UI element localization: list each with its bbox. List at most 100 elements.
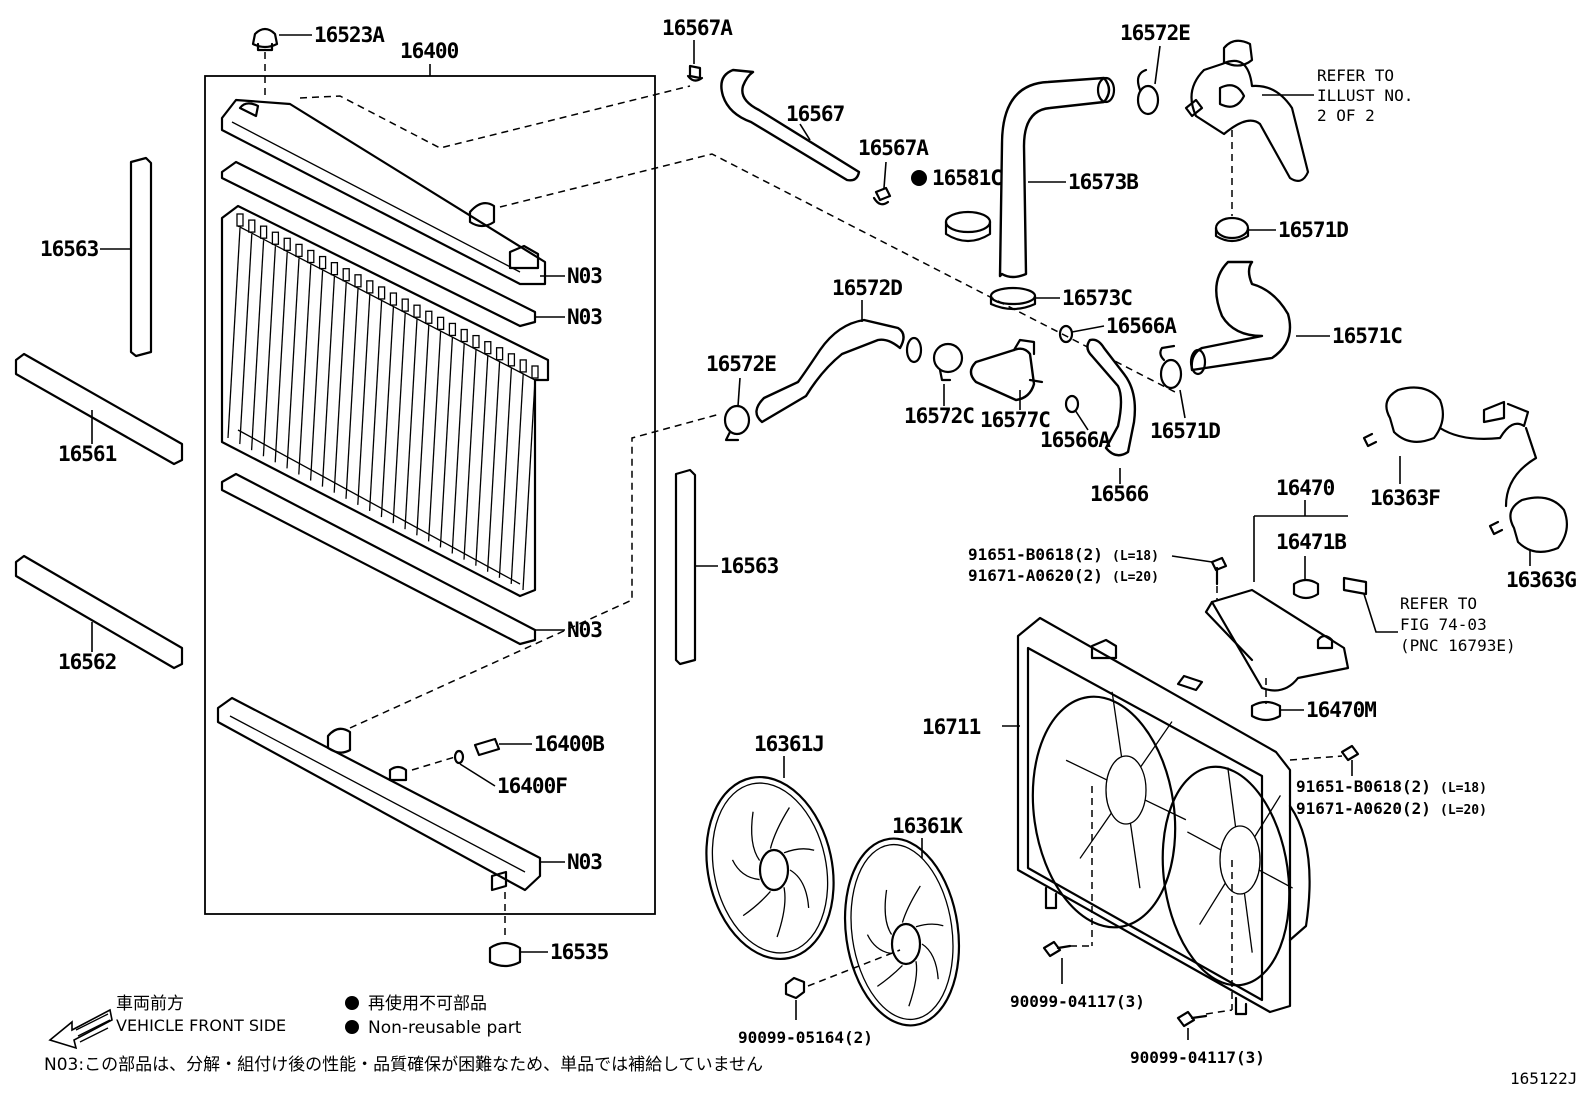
clamp-16571D-bottom[interactable] xyxy=(1159,344,1186,419)
hose-16566[interactable] xyxy=(1086,338,1137,484)
label-16572C: 16572C xyxy=(904,404,974,428)
clamp-16567A-top[interactable] xyxy=(686,40,704,82)
label-16361K: 16361K xyxy=(892,814,963,838)
label-16563-right: 16563 xyxy=(720,554,779,578)
label-16400: 16400 xyxy=(400,39,459,63)
bolt-top-len1: (L=18) xyxy=(1112,549,1159,564)
radiator-assembly-box xyxy=(204,75,656,915)
seal-16563-right[interactable] xyxy=(674,468,718,666)
screw-90099-04117-b[interactable] xyxy=(1176,860,1233,1040)
gasket-upper xyxy=(220,160,537,328)
refer-note-1-line3: 2 OF 2 xyxy=(1317,106,1375,125)
fan-shroud-16711[interactable] xyxy=(1002,616,1311,1016)
bolt-top-line2: 91671-A0620(2) xyxy=(968,566,1103,585)
drain-cock-16400B[interactable] xyxy=(473,737,532,757)
refer-note-2-line2: FIG 74-03 xyxy=(1400,615,1487,634)
clamp-16572E-left[interactable] xyxy=(723,377,751,442)
refer-note-1-line2: ILLUST NO. xyxy=(1317,86,1413,105)
lower-radiator-tank[interactable] xyxy=(216,696,542,892)
front-direction-arrow-icon xyxy=(48,1008,113,1050)
footnote-n03: N03:この部品は、分解・組付け後の性能・品質確保が困難なため、単品では補給して… xyxy=(44,1055,763,1075)
non-reusable-marker-16581C xyxy=(911,170,927,186)
fastener-f1: 90099-05164(2) xyxy=(738,1028,873,1047)
o-ring-16400F[interactable] xyxy=(453,749,496,787)
label-16572E-left: 16572E xyxy=(706,352,776,376)
fan-motor-16363F[interactable] xyxy=(1362,386,1530,484)
label-16573C: 16573C xyxy=(1062,286,1132,310)
hose-16571C[interactable] xyxy=(1189,260,1330,376)
bolt-right-line2: 91671-A0620(2) xyxy=(1296,799,1431,818)
clamp-16572E-top[interactable] xyxy=(1136,45,1161,116)
label-16566: 16566 xyxy=(1090,482,1149,506)
fan-16361J[interactable] xyxy=(690,756,850,971)
reservoir-tank-16470[interactable] xyxy=(1204,588,1350,692)
fastener-f3: 90099-04117(3) xyxy=(1130,1048,1265,1067)
radiator-core[interactable] xyxy=(220,204,550,598)
label-16577C: 16577C xyxy=(980,408,1050,432)
label-16567A-top: 16567A xyxy=(662,16,733,40)
bolt-top-line1: 91651-B0618(2) xyxy=(968,545,1103,564)
label-16566A-bottom: 16566A xyxy=(1040,428,1111,452)
bolt-right-line1: 91651-B0618(2) xyxy=(1296,777,1431,796)
diagram-id: 165122J xyxy=(1510,1069,1577,1088)
fan-motor-16363G[interactable] xyxy=(1488,426,1569,566)
seal-16563-left[interactable] xyxy=(100,156,153,358)
label-16563-left: 16563 xyxy=(40,237,99,261)
legend-front-en: VEHICLE FRONT SIDE xyxy=(116,1016,286,1035)
bolt-91651-top[interactable] xyxy=(1171,555,1228,600)
clamp-16567A-mid[interactable] xyxy=(872,161,892,206)
hose-16573B[interactable] xyxy=(998,76,1116,279)
label-16361J: 16361J xyxy=(754,732,824,756)
label-16562: 16562 xyxy=(58,650,116,674)
label-16400B: 16400B xyxy=(534,732,604,756)
screw-90099-04117-a[interactable] xyxy=(1042,786,1093,984)
non-reusable-dot-icon xyxy=(345,996,359,1010)
hose-16567[interactable] xyxy=(720,68,861,182)
seal-16561[interactable] xyxy=(14,352,184,466)
refer-note-1-line1: REFER TO xyxy=(1317,66,1394,85)
nut-90099-05164[interactable] xyxy=(784,949,901,1020)
legend-nonreuse-jp: 再使用不可部品 xyxy=(368,993,487,1014)
cushion-16535[interactable] xyxy=(488,941,548,968)
radiator-cap-16523A[interactable] xyxy=(251,27,312,100)
legend-front-jp: 車両前方 xyxy=(116,994,184,1014)
clamp-16581C[interactable] xyxy=(944,210,992,243)
label-16571D-bottom: 16571D xyxy=(1150,419,1220,443)
label-16470M: 16470M xyxy=(1306,698,1376,722)
clamp-16566A-top[interactable] xyxy=(1058,324,1105,344)
label-16523A: 16523A xyxy=(314,23,385,47)
label-N03-1: N03 xyxy=(567,264,602,288)
upper-radiator-tank[interactable] xyxy=(220,98,547,286)
bolt-91651-right[interactable] xyxy=(1289,744,1360,776)
seal-16562[interactable] xyxy=(14,554,184,670)
label-16561: 16561 xyxy=(58,442,117,466)
label-16471B: 16471B xyxy=(1276,530,1346,554)
bolt-right-len2: (L=20) xyxy=(1440,803,1487,818)
label-N03-4: N03 xyxy=(567,850,602,874)
clamp-16573C[interactable] xyxy=(989,286,1060,311)
label-16566A-top: 16566A xyxy=(1106,314,1177,338)
fan-16361K[interactable] xyxy=(833,831,970,1033)
water-outlet-housing xyxy=(1184,39,1314,182)
label-16581C: 16581C xyxy=(932,166,1002,190)
cushion-16470M[interactable] xyxy=(1250,678,1304,722)
label-16572E-top: 16572E xyxy=(1120,21,1190,45)
clamp-16571D-top[interactable] xyxy=(1214,216,1276,243)
legend-nonreuse-en: Non-reusable part xyxy=(368,1018,522,1038)
label-16363F: 16363F xyxy=(1370,486,1440,510)
pipe-16577C[interactable] xyxy=(969,338,1044,410)
refer-note-2-line3: (PNC 16793E) xyxy=(1400,636,1516,655)
label-16711: 16711 xyxy=(922,715,981,739)
hose-16572D[interactable] xyxy=(755,300,923,424)
label-16363G: 16363G xyxy=(1506,568,1576,592)
fastener-f2: 90099-04117(3) xyxy=(1010,992,1145,1011)
clamp-16566A-bottom[interactable] xyxy=(1064,394,1089,431)
reservoir-cap-16471B[interactable] xyxy=(1292,578,1320,600)
clamp-16572C[interactable] xyxy=(932,342,964,406)
gasket-lower xyxy=(220,472,537,646)
label-16571C: 16571C xyxy=(1332,324,1402,348)
bolt-top-len2: (L=20) xyxy=(1112,570,1159,585)
non-reusable-dot-icon-2 xyxy=(345,1020,359,1034)
label-16567: 16567 xyxy=(786,102,845,126)
